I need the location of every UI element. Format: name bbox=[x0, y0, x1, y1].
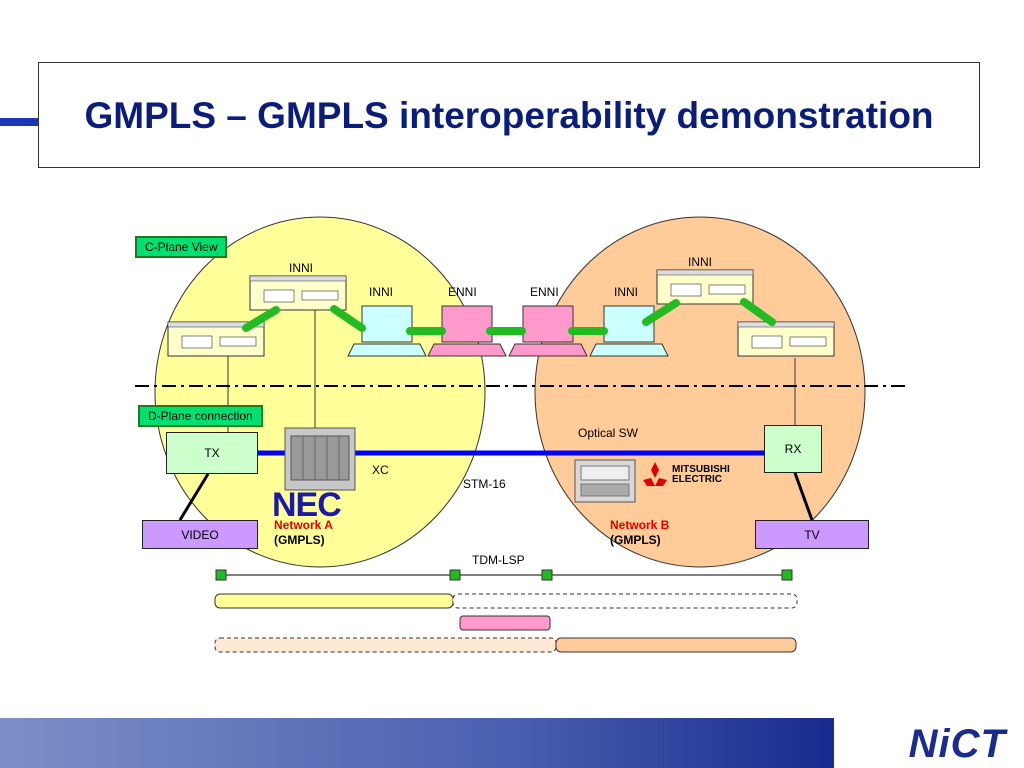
title-accent-bar bbox=[0, 118, 38, 126]
tdm-lsp-label: TDM-LSP bbox=[472, 553, 525, 567]
inni-label: INNI bbox=[369, 285, 393, 299]
network-diagram bbox=[135, 216, 910, 653]
nec-equipment-icon bbox=[284, 427, 356, 491]
mitsubishi-electric-logo: MITSUBISHI ELECTRIC bbox=[672, 465, 730, 485]
footer-bar: NiCT bbox=[0, 718, 1024, 768]
stm16-label: STM-16 bbox=[463, 477, 506, 491]
nec-logo: NEC bbox=[272, 486, 342, 524]
enni-label: ENNI bbox=[448, 285, 477, 299]
xc-label: XC bbox=[372, 463, 389, 477]
inni-label: INNI bbox=[614, 285, 638, 299]
laptop-icon bbox=[589, 305, 669, 357]
mitsubishi-text: MITSUBISHI bbox=[672, 464, 730, 475]
network-a-name: Network A bbox=[274, 518, 333, 532]
enni-label: ENNI bbox=[530, 285, 559, 299]
control-link bbox=[740, 298, 776, 326]
network-a-label: Network A (GMPLS) bbox=[274, 518, 333, 548]
network-b-label: Network B (GMPLS) bbox=[610, 518, 669, 548]
control-link bbox=[642, 299, 680, 326]
network-a-protocol: (GMPLS) bbox=[274, 533, 325, 547]
router-icon bbox=[249, 275, 347, 311]
rx-box: RX bbox=[764, 425, 822, 473]
rx-tv-link bbox=[793, 472, 814, 521]
lsp-node bbox=[781, 569, 793, 581]
lsp-segment-a-dashed bbox=[452, 593, 798, 609]
router-icon bbox=[656, 269, 754, 305]
laptop-icon bbox=[508, 305, 588, 357]
lsp-segment-b bbox=[555, 637, 797, 653]
router-icon bbox=[167, 321, 265, 357]
video-box: VIDEO bbox=[142, 520, 258, 549]
lsp-node bbox=[541, 569, 553, 581]
lsp-node bbox=[215, 569, 227, 581]
network-b-name: Network B bbox=[610, 518, 670, 532]
tx-box: TX bbox=[166, 432, 258, 474]
lsp-segment-enni bbox=[459, 615, 551, 631]
optical-switch-icon bbox=[574, 459, 636, 503]
lsp-segment-b-dashed bbox=[214, 637, 557, 653]
d-plane-connection-tag: D-Plane connection bbox=[138, 405, 263, 427]
network-b-protocol: (GMPLS) bbox=[610, 533, 661, 547]
electric-text: ELECTRIC bbox=[672, 474, 722, 485]
mitsubishi-logo-icon bbox=[643, 462, 667, 486]
router-icon bbox=[737, 321, 835, 357]
control-link bbox=[330, 305, 366, 332]
control-link bbox=[242, 306, 280, 332]
tv-box: TV bbox=[755, 520, 869, 549]
title-box: GMPLS – GMPLS interoperability demonstra… bbox=[38, 62, 980, 168]
tx-video-link bbox=[178, 473, 210, 521]
c-plane-view-tag: C-Plane View bbox=[135, 236, 228, 258]
inni-label: INNI bbox=[289, 261, 313, 275]
laptop-icon bbox=[347, 305, 427, 357]
inni-label: INNI bbox=[688, 255, 712, 269]
nict-logo: NiCT bbox=[908, 722, 1006, 766]
network-a-region bbox=[154, 216, 486, 568]
footer-logo-area bbox=[834, 718, 1024, 768]
lsp-node bbox=[449, 569, 461, 581]
optical-sw-label: Optical SW bbox=[578, 426, 639, 440]
lsp-segment-a bbox=[214, 593, 454, 609]
page-title: GMPLS – GMPLS interoperability demonstra… bbox=[84, 94, 934, 136]
laptop-icon bbox=[427, 305, 507, 357]
